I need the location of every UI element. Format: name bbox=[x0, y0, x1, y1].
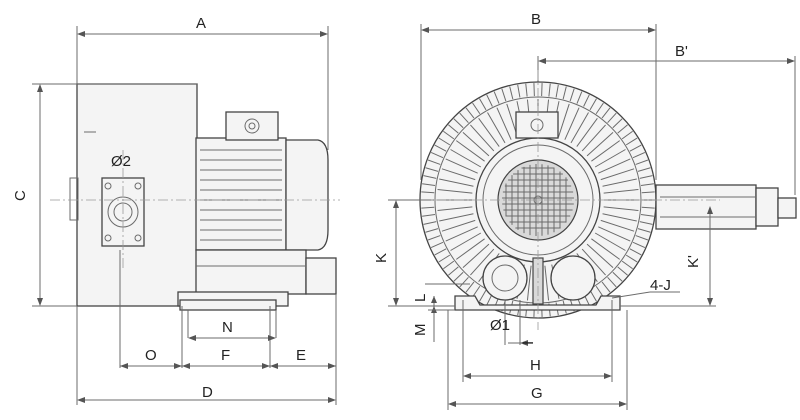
label-K-prime: K' bbox=[685, 255, 702, 268]
label-phi2: Ø2 bbox=[111, 153, 131, 170]
label-M: M bbox=[412, 324, 429, 337]
label-L: L bbox=[412, 294, 429, 302]
label-H: H bbox=[530, 357, 541, 374]
motor-body bbox=[195, 137, 287, 251]
label-E: E bbox=[296, 347, 306, 364]
label-4-J: 4-J bbox=[650, 277, 671, 294]
motor-end-cap bbox=[285, 139, 329, 251]
label-C: C bbox=[12, 190, 29, 201]
label-F: F bbox=[221, 347, 230, 364]
label-O: O bbox=[145, 347, 157, 364]
front-view bbox=[388, 24, 797, 410]
port-phi1 bbox=[482, 255, 528, 301]
side-view bbox=[32, 26, 340, 405]
outlet-pipe bbox=[655, 184, 757, 230]
label-I: I bbox=[520, 341, 537, 345]
front-base bbox=[454, 295, 621, 311]
label-A: A bbox=[196, 15, 206, 32]
label-phi1: Ø1 bbox=[490, 317, 510, 334]
label-D: D bbox=[202, 384, 213, 401]
label-K: K bbox=[373, 253, 390, 263]
label-G: G bbox=[531, 385, 543, 402]
label-B: B bbox=[531, 11, 541, 28]
label-B-prime: B' bbox=[675, 43, 688, 60]
terminal-box bbox=[225, 111, 279, 141]
label-N: N bbox=[222, 319, 233, 336]
